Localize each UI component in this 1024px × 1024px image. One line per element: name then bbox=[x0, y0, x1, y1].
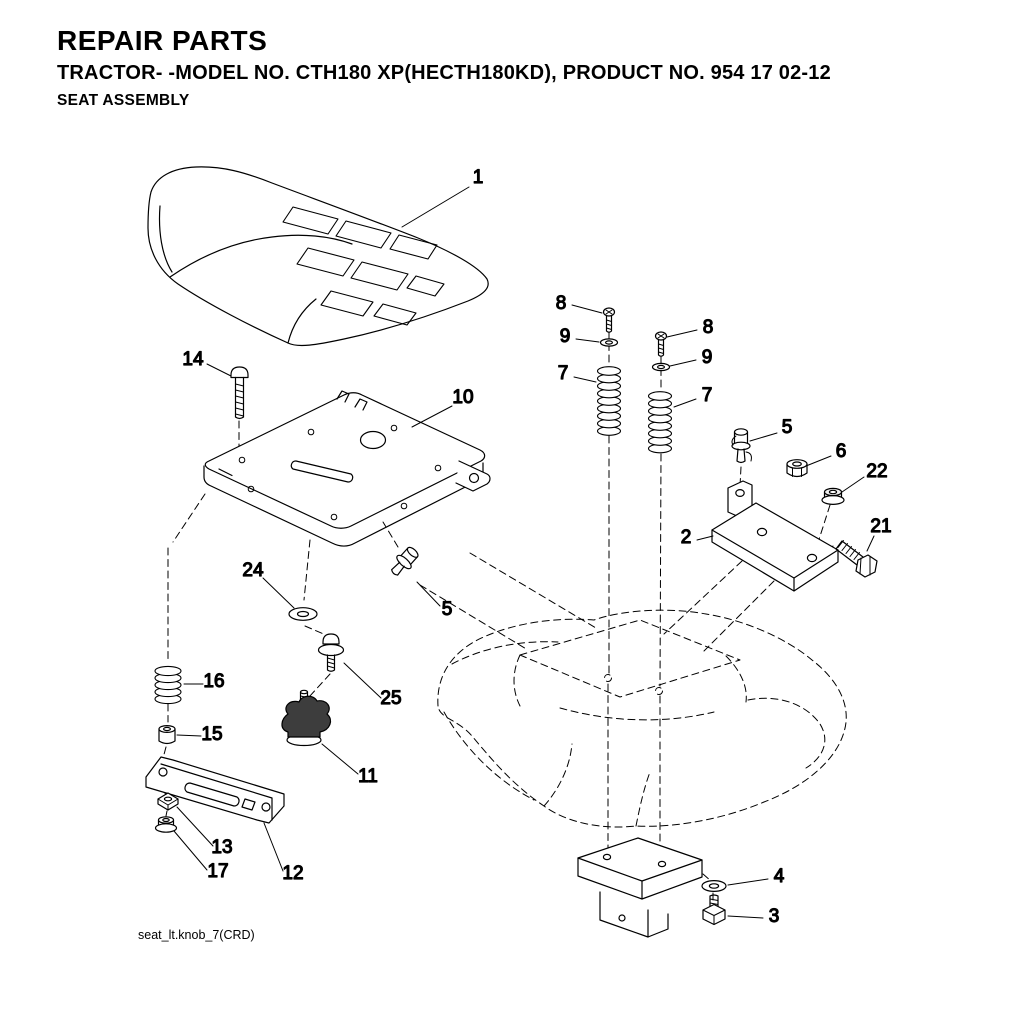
part-nut-22 bbox=[821, 487, 845, 506]
callout-leader-6 bbox=[805, 455, 832, 467]
part-washer-9-right bbox=[651, 362, 671, 372]
callout-label-13: 13 bbox=[211, 837, 232, 858]
document-header: REPAIR PARTS TRACTOR- -MODEL NO. CTH180 … bbox=[57, 25, 831, 109]
fender-reference-outline bbox=[437, 609, 847, 828]
callout-label-22: 22 bbox=[866, 461, 887, 482]
part-washer-4 bbox=[701, 879, 727, 892]
part-seat-pan bbox=[203, 390, 491, 547]
callout-label-7: 7 bbox=[558, 363, 569, 384]
part-spring-16 bbox=[154, 665, 182, 705]
part-plate-12 bbox=[145, 756, 285, 824]
part-nut-6 bbox=[786, 459, 808, 478]
callout-label-8: 8 bbox=[556, 293, 567, 314]
callout-leader-5 bbox=[749, 432, 778, 442]
callout-leader-5 bbox=[416, 581, 441, 607]
callout-label-7: 7 bbox=[702, 385, 713, 406]
callout-leader-12 bbox=[263, 822, 284, 872]
part-washer-9-left bbox=[599, 338, 619, 347]
callout-label-1: 1 bbox=[473, 167, 484, 188]
callout-leader-22 bbox=[841, 476, 865, 493]
callout-leader-15 bbox=[176, 734, 202, 737]
part-spring-7-right bbox=[647, 391, 673, 454]
callout-label-24: 24 bbox=[242, 560, 264, 581]
callout-leader-3 bbox=[727, 915, 764, 919]
callout-leader-8 bbox=[571, 304, 603, 314]
part-seat bbox=[147, 166, 489, 347]
callout-label-15: 15 bbox=[201, 724, 222, 745]
callout-label-10: 10 bbox=[452, 387, 473, 408]
callout-leader-9 bbox=[575, 338, 600, 343]
callout-label-9: 9 bbox=[560, 326, 571, 347]
section-title: SEAT ASSEMBLY bbox=[57, 91, 190, 109]
callout-leader-24 bbox=[262, 577, 295, 609]
callout-leader-9 bbox=[669, 359, 697, 367]
callout-label-3: 3 bbox=[769, 906, 780, 927]
callout-label-2: 2 bbox=[681, 527, 692, 548]
part-screw-8-left bbox=[602, 307, 616, 333]
part-screw-8-right bbox=[654, 331, 668, 357]
callout-leader-13 bbox=[176, 806, 214, 847]
part-bolt-25 bbox=[317, 633, 345, 672]
callout-leader-1 bbox=[401, 186, 470, 228]
callout-leader-11 bbox=[321, 743, 359, 775]
callout-label-5: 5 bbox=[442, 599, 453, 620]
callout-label-16: 16 bbox=[203, 671, 224, 692]
callout-leader-8 bbox=[666, 329, 698, 338]
model-line: TRACTOR- -MODEL NO. CTH180 XP(HECTH180KD… bbox=[57, 61, 831, 84]
callout-label-11: 11 bbox=[358, 766, 378, 787]
callout-label-17: 17 bbox=[207, 861, 228, 882]
callout-label-8: 8 bbox=[703, 317, 714, 338]
callout-label-6: 6 bbox=[836, 441, 847, 462]
part-mounting-bracket bbox=[577, 837, 703, 938]
part-retainer-5-right bbox=[731, 428, 752, 464]
callout-leader-17 bbox=[173, 830, 208, 871]
part-bolt-21 bbox=[835, 540, 878, 578]
callout-leader-25 bbox=[343, 662, 382, 699]
callout-label-21: 21 bbox=[870, 516, 891, 537]
part-knob-11 bbox=[281, 689, 332, 747]
callout-leader-14 bbox=[206, 363, 232, 377]
part-spring-7-left bbox=[596, 366, 622, 436]
callout-leader-7 bbox=[573, 376, 597, 383]
callout-leader-2 bbox=[696, 535, 714, 541]
part-bushing-15 bbox=[158, 724, 176, 745]
page-title: REPAIR PARTS bbox=[57, 25, 268, 56]
callout-leader-21 bbox=[866, 535, 875, 552]
part-nut-13 bbox=[157, 792, 179, 811]
part-bracket-2 bbox=[711, 480, 839, 592]
part-retainer-5-left bbox=[391, 546, 419, 576]
diagram-filename-caption: seat_lt.knob_7(CRD) bbox=[138, 928, 255, 942]
callout-label-12: 12 bbox=[282, 863, 303, 884]
part-bolt-14 bbox=[230, 366, 249, 420]
callout-leader-10 bbox=[411, 405, 453, 428]
part-bolt-3 bbox=[702, 894, 726, 926]
callout-label-25: 25 bbox=[380, 688, 401, 709]
part-washer-24 bbox=[288, 607, 318, 621]
callout-label-5: 5 bbox=[782, 417, 793, 438]
callout-label-14: 14 bbox=[182, 349, 204, 370]
callout-leader-4 bbox=[727, 878, 769, 886]
callout-label-4: 4 bbox=[774, 866, 785, 887]
part-nut-17 bbox=[154, 816, 178, 833]
callout-leader-7 bbox=[673, 398, 697, 408]
callout-label-9: 9 bbox=[702, 347, 713, 368]
